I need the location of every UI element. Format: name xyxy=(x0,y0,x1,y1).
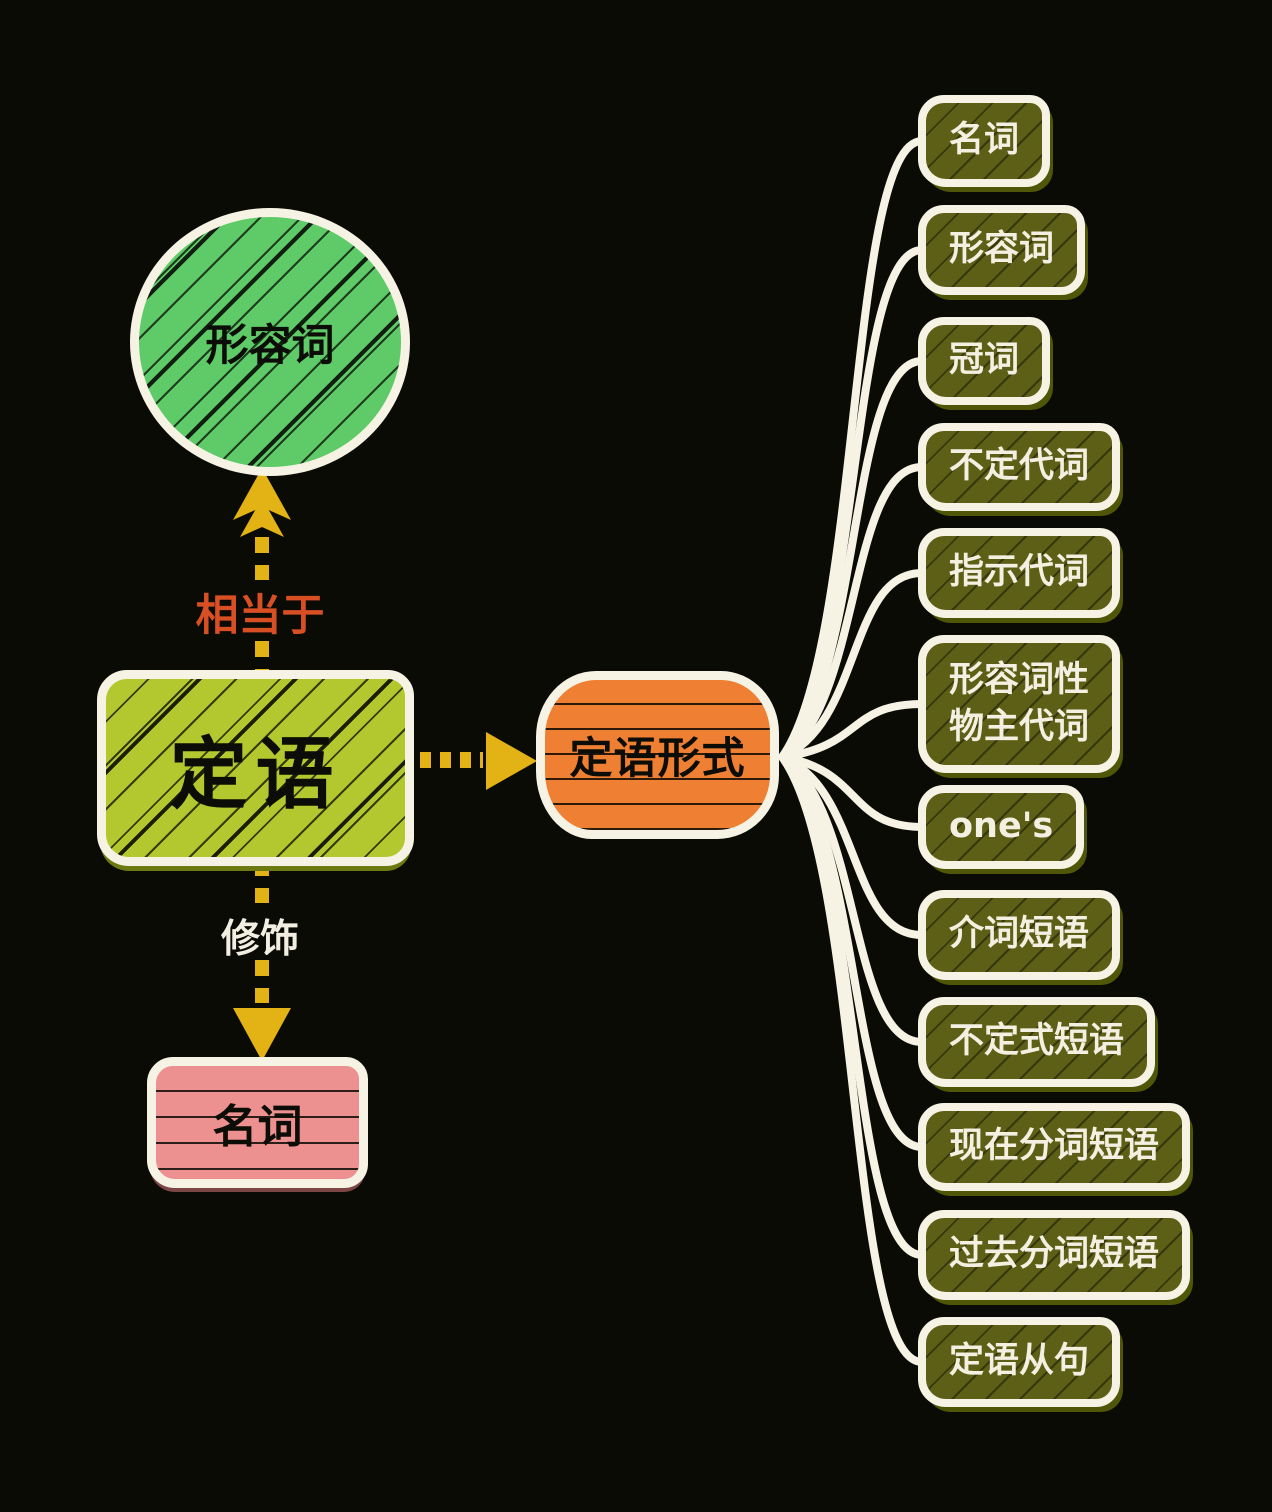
node-adjective-label: 形容词 xyxy=(205,321,335,371)
form-type-label: 名词 xyxy=(949,120,1020,161)
arrow-up-icon xyxy=(240,498,284,537)
fan-curves xyxy=(778,137,926,1366)
form-type-label: 冠词 xyxy=(949,340,1020,381)
form-type-label: 不定式短语 xyxy=(949,1021,1125,1062)
node-form-type-past-participle-phrase[interactable]: 过去分词短语 xyxy=(918,1210,1191,1300)
node-form-type-ones[interactable]: one's xyxy=(918,785,1085,869)
form-type-label: 指示代词 xyxy=(949,552,1090,593)
node-noun[interactable]: 名词 xyxy=(147,1057,368,1188)
form-type-label: 不定代词 xyxy=(949,446,1090,487)
dashed-links xyxy=(255,537,483,1003)
edge-label-equivalent: 相当于 xyxy=(195,591,325,641)
node-form-type-article[interactable]: 冠词 xyxy=(918,317,1051,405)
node-form-type-infinitive-phrase[interactable]: 不定式短语 xyxy=(918,997,1156,1087)
node-form-type-indefinite-pronoun[interactable]: 不定代词 xyxy=(918,423,1121,511)
form-type-label: one's xyxy=(949,806,1054,847)
node-form-type-present-participle-phrase[interactable]: 现在分词短语 xyxy=(918,1103,1191,1191)
node-root-label: 定语 xyxy=(169,730,342,820)
node-form-type-prepositional-phrase[interactable]: 介词短语 xyxy=(918,890,1121,980)
arrowheads xyxy=(233,468,537,1061)
arrow-up-icon xyxy=(233,468,291,520)
form-type-label: 形容词 xyxy=(949,229,1055,270)
node-adjective[interactable]: 形容词 xyxy=(130,208,410,476)
form-type-label: 介词短语 xyxy=(949,914,1090,955)
node-form-type-attributive-clause[interactable]: 定语从句 xyxy=(918,1317,1121,1407)
node-form-type-possessive-pronoun[interactable]: 形容词性 物主代词 xyxy=(918,635,1121,773)
node-noun-label: 名词 xyxy=(212,1100,303,1153)
node-form-type-adjective[interactable]: 形容词 xyxy=(918,205,1086,295)
form-type-label: 定语从句 xyxy=(949,1341,1090,1382)
node-attributive-forms[interactable]: 定语形式 xyxy=(536,671,779,839)
node-attributive-forms-label: 定语形式 xyxy=(569,734,746,784)
node-form-type-noun[interactable]: 名词 xyxy=(918,95,1051,187)
form-type-label: 现在分词短语 xyxy=(949,1126,1160,1167)
edge-label-modify: 修饰 xyxy=(220,917,299,962)
arrow-right-icon xyxy=(486,732,537,790)
form-type-label: 过去分词短语 xyxy=(949,1234,1160,1275)
form-type-label: 形容词性 物主代词 xyxy=(949,659,1090,747)
node-form-type-demonstrative-pronoun[interactable]: 指示代词 xyxy=(918,528,1121,618)
arrow-down-icon xyxy=(233,1008,291,1061)
node-root[interactable]: 定语 xyxy=(97,670,414,866)
